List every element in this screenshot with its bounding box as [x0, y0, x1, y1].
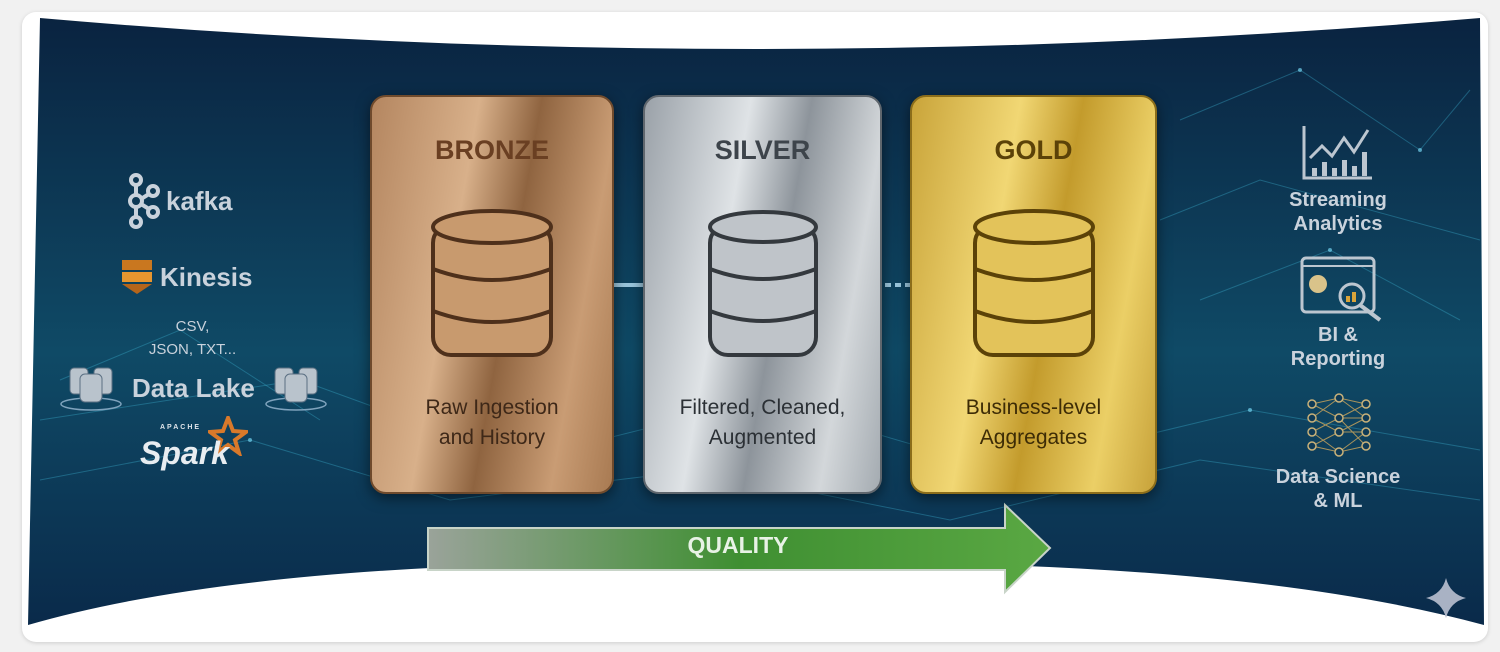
layer-title: BRONZE	[435, 135, 549, 165]
layer-description: Filtered, Cleaned,Augmented	[679, 396, 846, 449]
file-formats: CSV, JSON, TXT...	[120, 315, 265, 361]
database-icon	[431, 209, 553, 357]
spark-apache-label: APACHE	[160, 424, 202, 431]
dashboard-magnifier-icon	[1300, 256, 1382, 322]
data-lake-label: Data Lake	[132, 372, 255, 403]
layer-title: GOLD	[994, 135, 1073, 165]
consumer-bi-reporting: BI &Reporting	[1290, 324, 1386, 370]
source-kafka: kafka	[126, 172, 233, 230]
format-line: CSV,	[175, 318, 210, 335]
spark-label: Spark	[140, 435, 229, 471]
source-kinesis: Kinesis	[120, 258, 253, 296]
line-bar-chart-icon	[1302, 126, 1372, 180]
kafka-icon	[128, 173, 160, 229]
layer-card-silver: SILVER Filtered, Cleaned,Augmented	[643, 95, 882, 494]
format-line: JSON, TXT...	[148, 341, 237, 358]
source-spark: APACHE Spark	[140, 416, 250, 476]
source-data-lake: Data Lake	[58, 364, 329, 412]
quality-label: QUALITY	[687, 532, 789, 558]
database-cluster-icon	[60, 367, 122, 411]
quality-arrow	[427, 502, 1052, 595]
sparkle-icon	[1426, 578, 1466, 618]
consumer-data-science-ml: Data Science& ML	[1275, 466, 1401, 512]
database-icon	[707, 210, 818, 357]
database-cluster-icon	[265, 367, 327, 411]
layer-title: SILVER	[714, 135, 811, 165]
neural-network-icon	[1307, 393, 1371, 457]
spark-star-icon	[208, 416, 248, 456]
database-icon	[972, 209, 1095, 357]
kinesis-icon	[122, 260, 152, 294]
kinesis-label: Kinesis	[160, 261, 253, 292]
kafka-label: kafka	[166, 185, 233, 216]
